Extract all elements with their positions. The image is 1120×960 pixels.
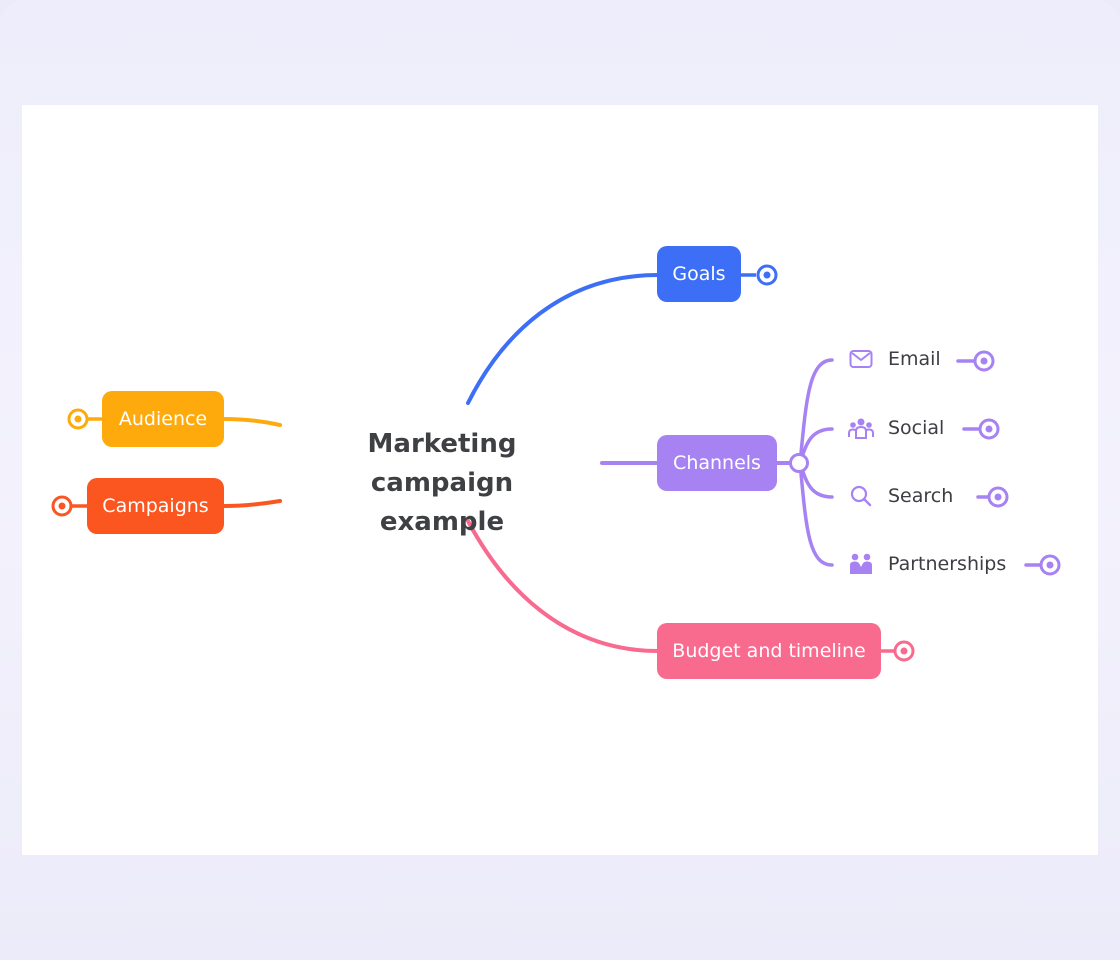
central-topic-line1: Marketing campaign — [367, 429, 517, 498]
node-goals-label: Goals — [672, 263, 726, 285]
leaf-partnerships[interactable]: Partnerships — [848, 551, 1006, 577]
connector-campaigns — [222, 499, 282, 508]
collapse-handle-search[interactable] — [986, 485, 1010, 509]
central-topic-line2: example — [379, 507, 505, 537]
leaf-search-label: Search — [888, 485, 954, 507]
node-budget-label: Budget and timeline — [672, 640, 866, 662]
collapse-handle-budget[interactable] — [892, 639, 916, 663]
collapse-handle-goals[interactable] — [755, 263, 779, 287]
node-campaigns-label: Campaigns — [102, 495, 209, 517]
leaf-social[interactable]: Social — [848, 415, 944, 441]
collapse-handle-partnerships[interactable] — [1038, 553, 1062, 577]
connector-email — [798, 358, 834, 465]
leaf-email[interactable]: Email — [848, 346, 941, 372]
node-goals[interactable]: Goals — [657, 246, 741, 302]
people-group-icon — [848, 415, 874, 441]
collapse-handle-campaigns[interactable] — [50, 494, 74, 518]
mail-icon — [848, 346, 874, 372]
node-channels[interactable]: Channels — [657, 435, 777, 491]
collapse-handle-audience[interactable] — [66, 407, 90, 431]
leaf-search[interactable]: Search — [848, 483, 953, 509]
leaf-social-label: Social — [888, 417, 945, 439]
node-audience-label: Audience — [118, 408, 208, 430]
connector-goals — [466, 273, 660, 405]
node-campaigns[interactable]: Campaigns — [87, 478, 224, 534]
connector-partnerships — [798, 461, 834, 567]
node-audience[interactable]: Audience — [102, 391, 224, 447]
mindmap-connectors — [72, 273, 1044, 653]
search-icon — [848, 483, 874, 509]
central-topic[interactable]: Marketing campaign example — [302, 425, 582, 542]
node-budget-timeline[interactable]: Budget and timeline — [657, 623, 881, 679]
connector-audience — [222, 417, 282, 427]
collapse-handle-social[interactable] — [977, 417, 1001, 441]
node-channels-label: Channels — [673, 452, 761, 474]
partners-icon — [848, 551, 874, 577]
leaf-partnerships-label: Partnerships — [888, 553, 1007, 575]
mindmap-canvas: Marketing campaign example Goals Channel… — [22, 105, 1098, 855]
channels-hub-toggle[interactable] — [788, 452, 810, 474]
connector-budget — [466, 519, 660, 653]
leaf-email-label: Email — [888, 348, 941, 370]
collapse-handle-email[interactable] — [972, 349, 996, 373]
